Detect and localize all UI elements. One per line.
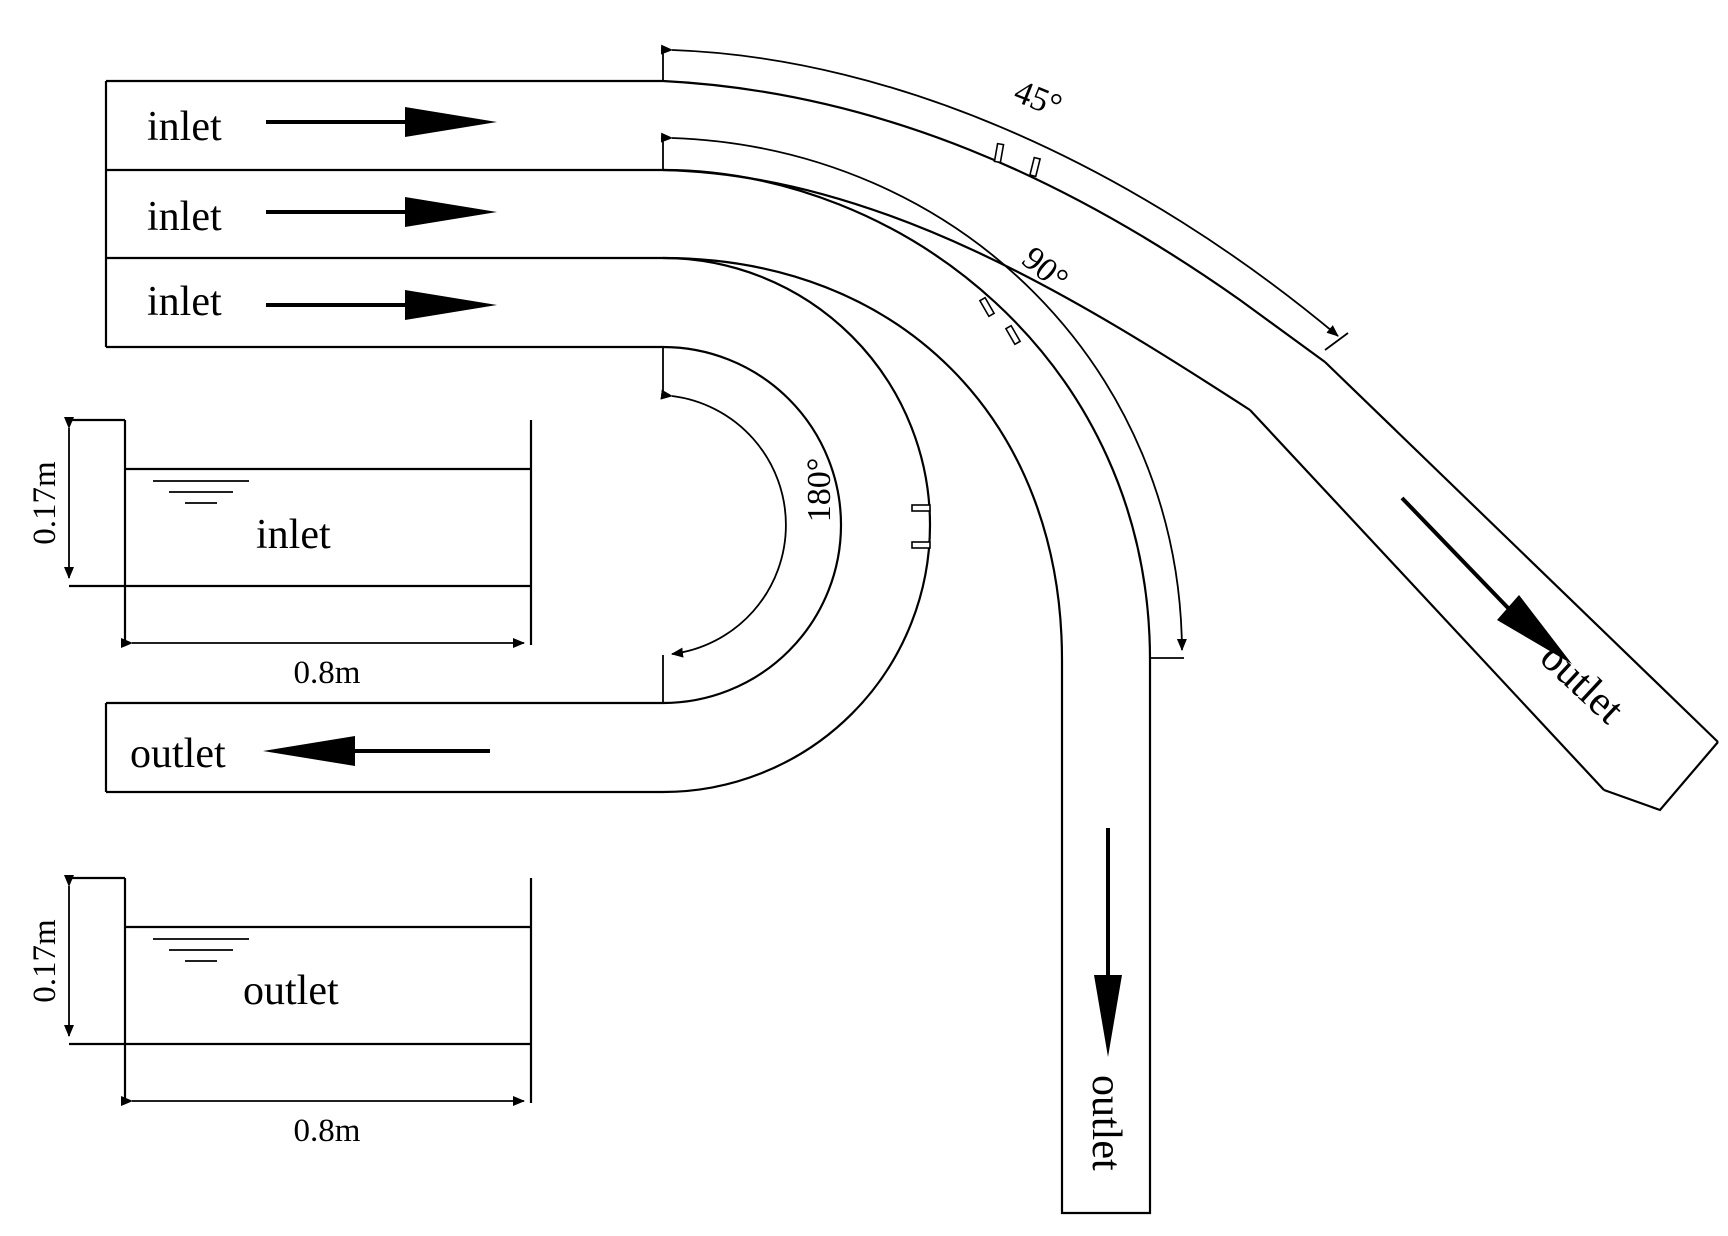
outlet-flow-180: outlet <box>130 731 490 777</box>
outlet-section-label: outlet <box>243 968 339 1014</box>
arrow-down-icon <box>1094 975 1122 1057</box>
channel-90-bend <box>662 168 1152 1215</box>
inlet-label-2: inlet <box>147 194 222 240</box>
gauge-180-a <box>911 504 931 512</box>
angle-span-180: 180° <box>660 347 838 703</box>
arrow-down-right-icon <box>1497 595 1572 664</box>
angle-label-90: 90° <box>1015 240 1075 299</box>
gauge-180-b <box>911 541 931 549</box>
angle-label-45: 45° <box>1009 73 1067 125</box>
outlet-section-width: 0.8m <box>294 1113 361 1149</box>
inlet-cross-section: inlet 0.17m 0.8m <box>27 417 533 691</box>
outlet-label-180: outlet <box>130 731 226 777</box>
arrow-right-icon <box>405 107 497 137</box>
arrow-right-icon <box>405 290 497 320</box>
gauge-90-b <box>1004 324 1022 346</box>
angle-label-180: 180° <box>801 458 838 523</box>
inlet-section-label: inlet <box>256 512 331 558</box>
gauge-45-a <box>993 142 1005 164</box>
channel-180-bend <box>104 256 932 794</box>
outlet-label-90: outlet <box>1083 1075 1129 1171</box>
inlet-section-width: 0.8m <box>294 655 361 691</box>
inlet-flow-2: inlet <box>147 194 497 240</box>
inlet-flow-3: inlet <box>147 279 497 325</box>
inlet-flow-1: inlet <box>147 104 497 150</box>
gauge-markers <box>911 142 1042 549</box>
inlet-section-height: 0.17m <box>27 461 63 545</box>
outlet-cross-section: outlet 0.17m 0.8m <box>27 875 533 1149</box>
gauge-45-b <box>1028 156 1042 178</box>
arrow-right-icon <box>405 197 497 227</box>
arrow-left-icon <box>263 736 355 766</box>
inlet-label-3: inlet <box>147 279 222 325</box>
inlet-label-1: inlet <box>147 104 222 150</box>
inlet-channels <box>104 79 663 349</box>
outlet-flow-90: outlet <box>1083 828 1129 1171</box>
gauge-90-a <box>978 296 996 318</box>
outlet-section-height: 0.17m <box>27 919 63 1003</box>
